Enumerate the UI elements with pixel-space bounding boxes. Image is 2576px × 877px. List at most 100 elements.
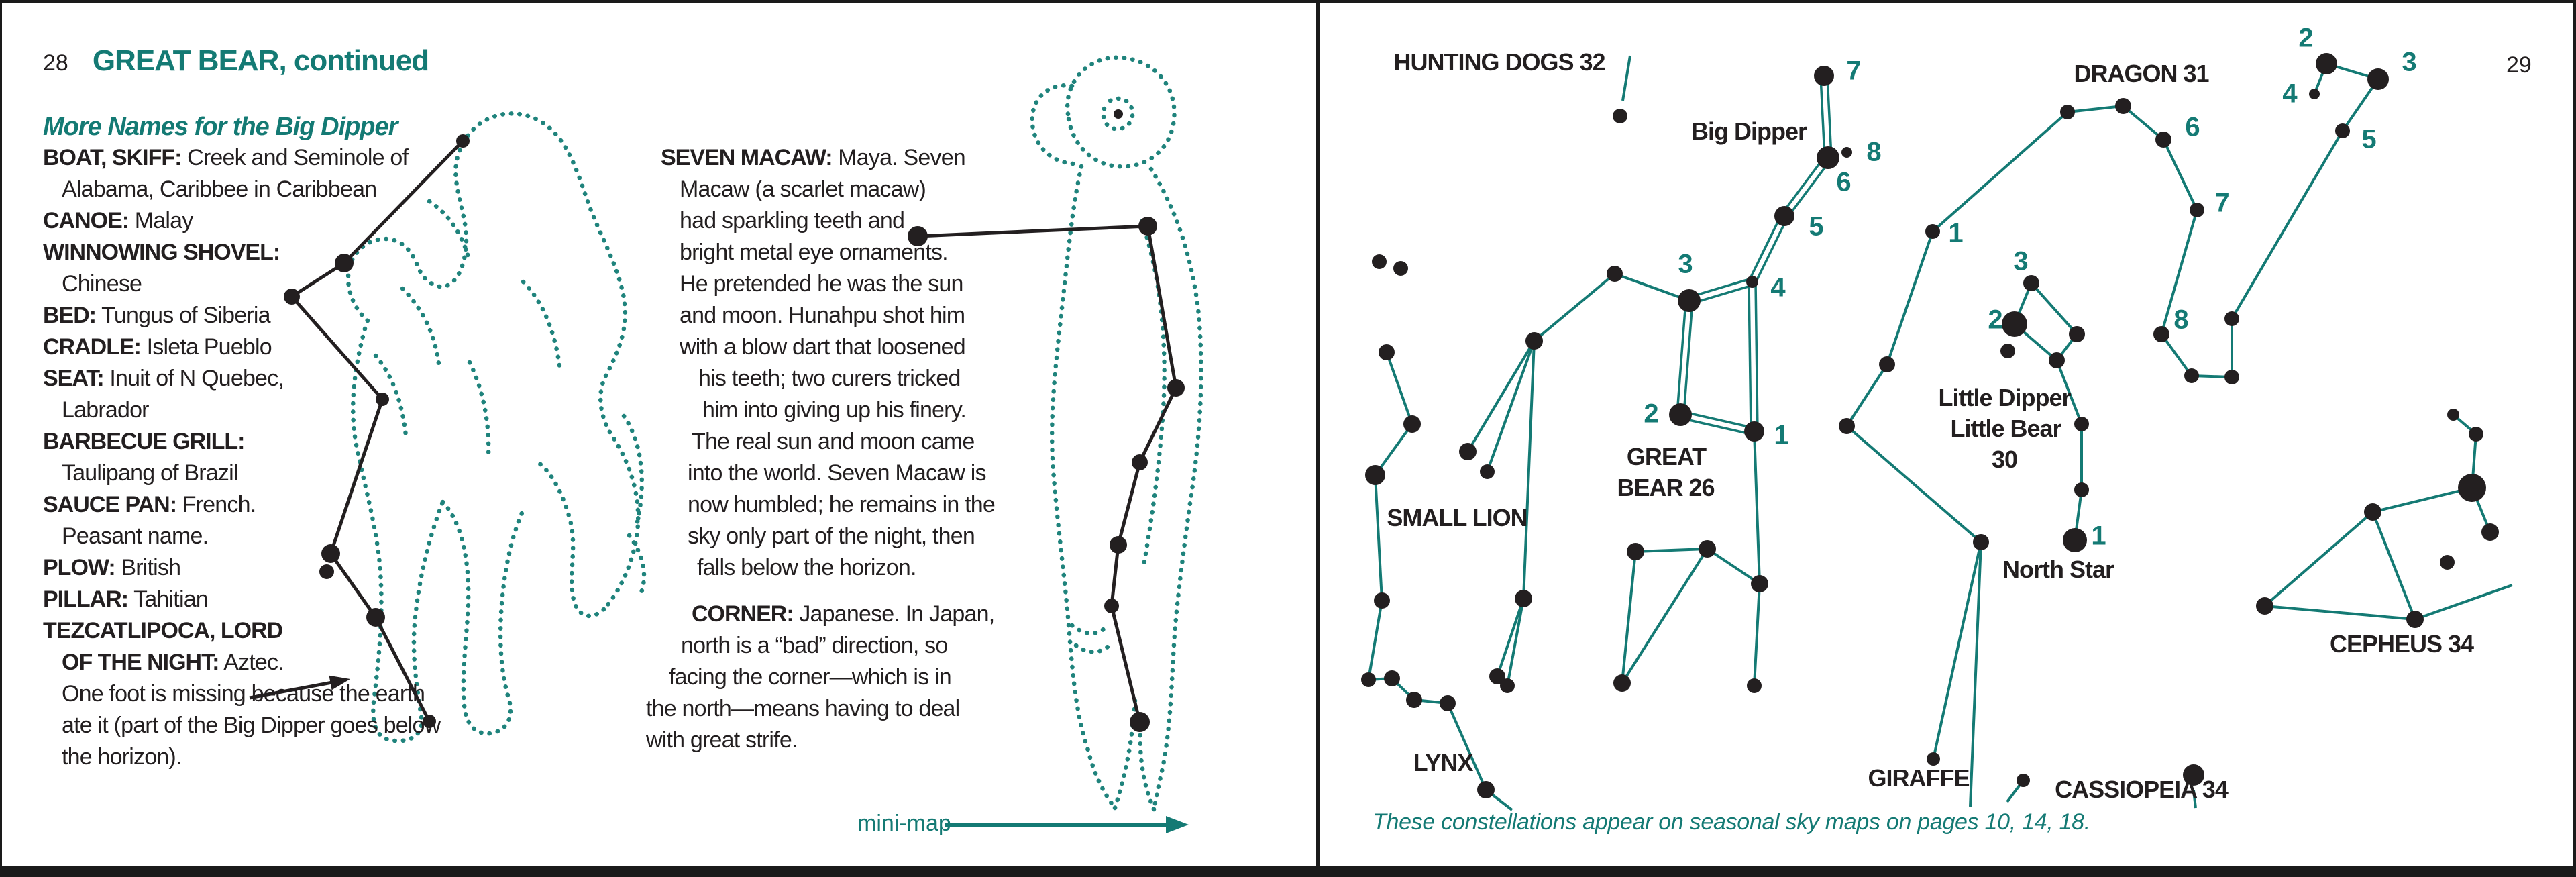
figure-star [1130,712,1150,732]
text-line: had sparkling teeth and [661,205,995,237]
figure-star [319,564,334,579]
map-star [1747,678,1762,693]
star-number: 7 [2214,188,2229,218]
text-line: CORNER: Japanese. In Japan, [661,599,995,630]
term-text: him into giving up his finery. [702,397,967,423]
constellation-line [1374,423,1413,476]
map-star [2364,503,2381,521]
star-number: 3 [1678,249,1693,279]
map-star [2074,417,2089,431]
dipper-double-line [1754,217,1789,284]
text-line: Taulipang of Brazil [43,458,440,489]
map-star [1925,224,1940,239]
term-label: WINNOWING SHOVEL: [43,240,280,265]
term-text: bright metal eye ornaments. [680,240,949,265]
top-border [0,0,2576,3]
figure-connector-line [1116,462,1142,546]
term-text: Creek and Seminole of [181,145,409,170]
term-text: He pretended he was the sun [680,271,963,297]
map-star [1973,534,1989,550]
text-line: with great strife. [646,725,995,756]
map-star [2155,132,2171,148]
figure-connector-line [1138,386,1178,464]
macaw-dotted-figure [1030,55,1203,812]
constellation-line [2067,105,2124,113]
map-star [1817,146,1839,169]
star-number: 3 [2402,47,2416,77]
figure-star [423,715,436,728]
left-page-header: 28 GREAT BEAR, continued [43,44,429,78]
left-border [0,0,2,877]
text-line: ate it (part of the Big Dipper goes belo… [43,710,441,741]
figure-star [1167,379,1185,397]
map-star [1774,206,1794,226]
constellation-line [1753,583,1761,686]
text-line: his teeth; two curers tricked [661,363,995,395]
star-number: 6 [2185,112,2200,142]
map-star [1365,465,1385,485]
term-text: Peasant name. [62,523,209,549]
dipper-double-line [1689,284,1754,305]
term-text: Inuit of N Quebec, [103,366,284,391]
text-line: SEAT: Inuit of N Quebec, [43,363,440,395]
map-star [2309,89,2320,99]
star-number: 6 [1836,167,1851,197]
term-text: French. [176,492,256,517]
constellation-label: Little Bear [1950,415,2061,442]
great-bear-dotted-figure [345,111,647,743]
constellation-line [2030,282,2078,336]
text-line: OF THE NIGHT: Aztec. [43,647,440,678]
text-line: Macaw (a scarlet macaw) [661,174,995,205]
constellation-label: LYNX [1413,749,1474,776]
map-star [2023,275,2039,291]
star-number: 2 [1644,399,1658,429]
text-line: sky only part of the night, then [661,521,995,552]
star-number: 1 [1948,218,1963,248]
term-label: PLOW: [43,555,116,580]
text-line: him into giving up his finery. [661,395,995,426]
constellation-label: CEPHEUS 34 [2329,630,2474,658]
map-star [2447,409,2459,421]
map-star [1372,254,1387,269]
constellation-label: 30 [1991,446,2018,473]
constellation-label: DRAGON 31 [2074,60,2209,87]
star-number: 8 [1866,137,1881,167]
text-line: SAUCE PAN: French. [43,489,440,521]
constellation-line [2414,584,2513,621]
figure-star [284,289,300,305]
constellation-line [1931,111,2069,233]
term-text: One foot is missing because the earth [62,681,425,707]
term-text: Macaw (a scarlet macaw) [680,176,926,202]
text-line: BED: Tungus of Siberia [43,300,440,331]
constellation-line [2122,105,2165,141]
term-label: BOAT, SKIFF: [43,145,182,170]
text-line: with a blow dart that loosened [661,331,995,363]
constellation-line [1614,272,1690,302]
dipper-double-line [1679,417,1754,436]
map-star [1477,781,1495,798]
map-star [1459,443,1477,460]
term-label: CRADLE: [43,334,142,360]
term-text: Japanese. In Japan, [793,601,995,627]
term-label: BARBECUE GRILL: [43,429,245,454]
figure-connector-line [917,224,1148,238]
figure-star [1138,217,1157,236]
text-line: Alabama, Caribbee in Caribbean [43,174,440,205]
star-number: 1 [1774,420,1788,450]
map-star [1515,590,1532,607]
figure-star [456,134,470,148]
text-line: facing the corner—which is in [661,662,995,693]
map-star [2000,344,2015,358]
term-text: his teeth; two curers tricked [698,366,961,391]
dipper-double-line [1748,282,1752,432]
star-number: 7 [1846,56,1861,86]
map-star [1746,276,1758,288]
constellation-line [1753,431,1761,584]
constellation-line [1385,352,1413,425]
map-footnote: These constellations appear on seasonal … [1373,809,2090,835]
dipper-double-line [1676,300,1687,415]
map-star [2224,370,2239,384]
map-star [2316,53,2337,74]
figure-star [376,393,389,406]
